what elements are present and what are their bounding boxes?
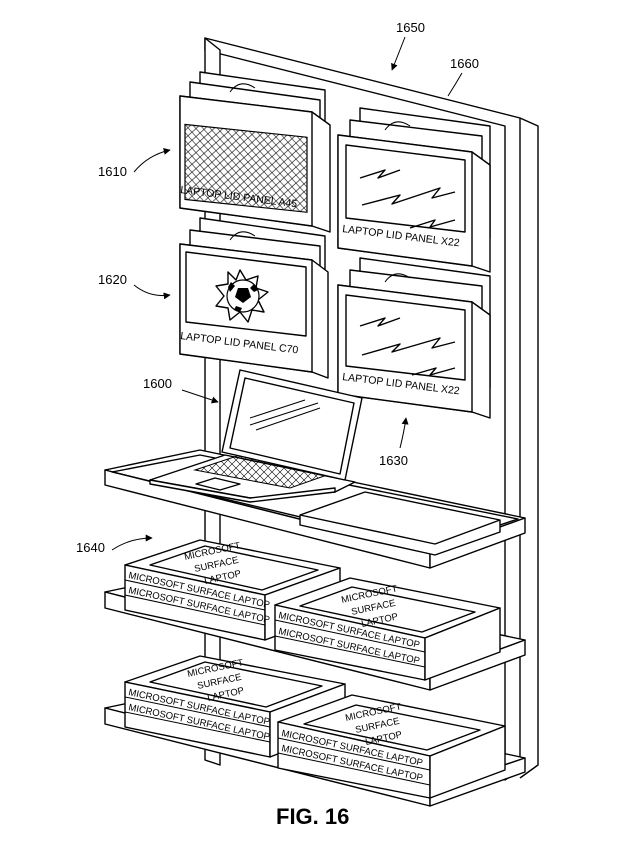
ref-1660: 1660 [450,56,479,71]
reference-callouts: 1650 1660 1610 1620 1600 1630 1640 [76,20,479,555]
lightning-icon [359,169,456,229]
panel-x22-upper: LAPTOP LID PANEL X22 [337,107,491,273]
panel-c70: LAPTOP LID PANEL C70 [179,217,329,379]
laptop-box-bottom-right: MICROSOFT SURFACE LAPTOP MICROSOFT SURFA… [277,694,506,799]
ref-1650: 1650 [396,20,425,35]
panel-x22-lower: LAPTOP LID PANEL X22 [337,257,491,419]
lightning-icon [359,317,456,376]
ref-1610: 1610 [98,164,127,179]
ref-1620: 1620 [98,272,127,287]
ref-1600: 1600 [143,376,172,391]
laptop [149,369,363,503]
soccer-ball-icon [215,269,269,323]
mesh-pattern-icon [184,123,308,213]
panel-a45: LAPTOP LID PANEL A45 [179,71,331,233]
laptop-box-middle-right: MICROSOFT SURFACE LAPTOP MICROSOFT SURFA… [274,577,501,681]
ref-1630: 1630 [379,453,408,468]
ref-1640: 1640 [76,540,105,555]
figure-caption: FIG. 16 [276,804,349,829]
